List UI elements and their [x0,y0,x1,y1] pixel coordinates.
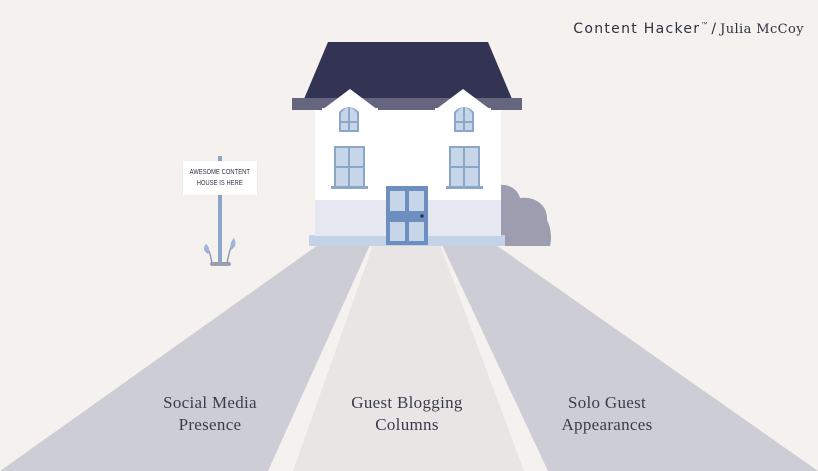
house-illustration [292,42,522,246]
brand-logo: Content Hacker™/Julia McCoy [573,20,804,38]
brand-separator: / [711,21,717,37]
bush-icon [500,184,551,246]
path-label-line2: Presence [178,415,242,434]
path-label-solo-guest: Solo Guest Appearances [561,392,652,436]
path-social-media [0,245,370,471]
path-label-social-media: Social Media Presence [163,392,257,436]
brand-trademark: ™ [701,22,708,28]
path-label-line1: Social Media [163,393,257,412]
front-door [386,186,428,245]
sign-board: AWESOME CONTENT HOUSE IS HERE [183,161,257,195]
path-label-line2: Appearances [561,415,653,434]
path-guest-blogging [293,245,524,471]
leaf-icon [203,238,236,264]
path-label-line2: Columns [375,415,439,434]
brand-name: Content Hacker [573,21,701,37]
path-label-line1: Solo Guest [567,393,647,412]
window-left [331,146,368,189]
path-label-line1: Guest Blogging [351,393,463,412]
path-label-guest-blogging: Guest Blogging Columns [351,392,462,436]
window-right [446,146,483,189]
dormer-window-left [339,107,359,132]
dormer-window-right [454,107,474,132]
brand-author: Julia McCoy [720,22,804,37]
sign-text: AWESOME CONTENT HOUSE IS HERE [189,169,251,187]
signpost-icon [203,156,236,266]
path-solo-guest [442,245,818,471]
